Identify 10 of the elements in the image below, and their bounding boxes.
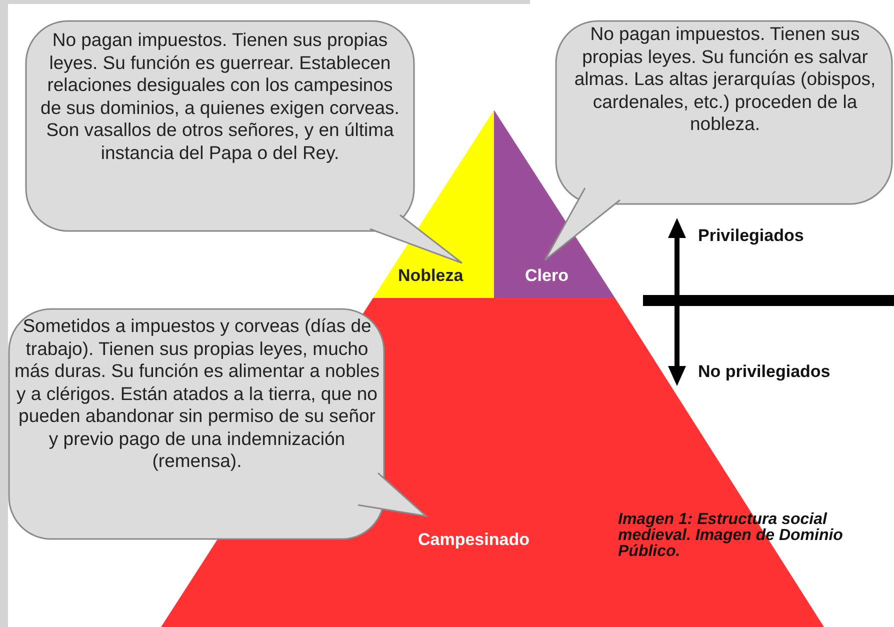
bubble-text: Sometidos a impuestos y corveas (días de trabajo). Tienen sus propias leyes, mucho más duras. Su función es alimentar a nobles y a clérigos. Están atados a la tierra, que no pueden abandonar sin permiso de su señor y previo pago de una indemnización (remensa). (14, 315, 380, 472)
bubble-text: No pagan impuestos. Tienen sus propias leyes. Su función es salvar almas. Las altas jerarquías (obispos, cardenales, etc.) proceden de la nobleza. (573, 23, 877, 136)
arrow-label: Privilegiados (698, 226, 804, 246)
section-label: Nobleza (398, 266, 464, 286)
arrow-label: No privilegiados (698, 362, 830, 382)
section-label: Clero (525, 266, 568, 286)
speech-bubble (545, 20, 894, 260)
section-label: Campesinado (418, 530, 530, 550)
bubble-text: No pagan impuestos. Tienen sus propias leyes. Su función es guerrear. Establecen relaciones desiguales con los campesinos de sus dominios, a quienes exigen corveas. Son vasallos de otros señores, y en última instancia del Papa o del Rey. (40, 29, 400, 164)
pyramid-section (494, 110, 615, 298)
